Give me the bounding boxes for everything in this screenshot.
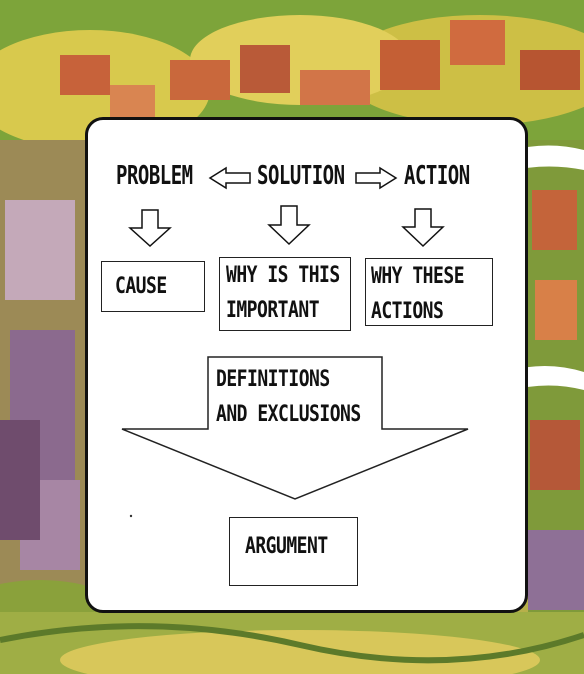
argument-text: ARGUMENT [245,533,328,560]
problem-label: PROBLEM [116,161,193,191]
action-label: ACTION [404,161,470,191]
cause-box [101,261,205,312]
argument-box [229,517,358,586]
solution-label: SOLUTION [257,161,345,191]
cause-text: CAUSE [115,273,167,300]
definitions-text: DEFINITIONS AND EXCLUSIONS [216,365,361,427]
why-important-box [219,257,351,331]
why-important-text: WHY IS THIS IMPORTANT [226,261,340,323]
why-actions-text: WHY THESE ACTIONS [371,262,465,324]
why-actions-box [365,258,493,326]
